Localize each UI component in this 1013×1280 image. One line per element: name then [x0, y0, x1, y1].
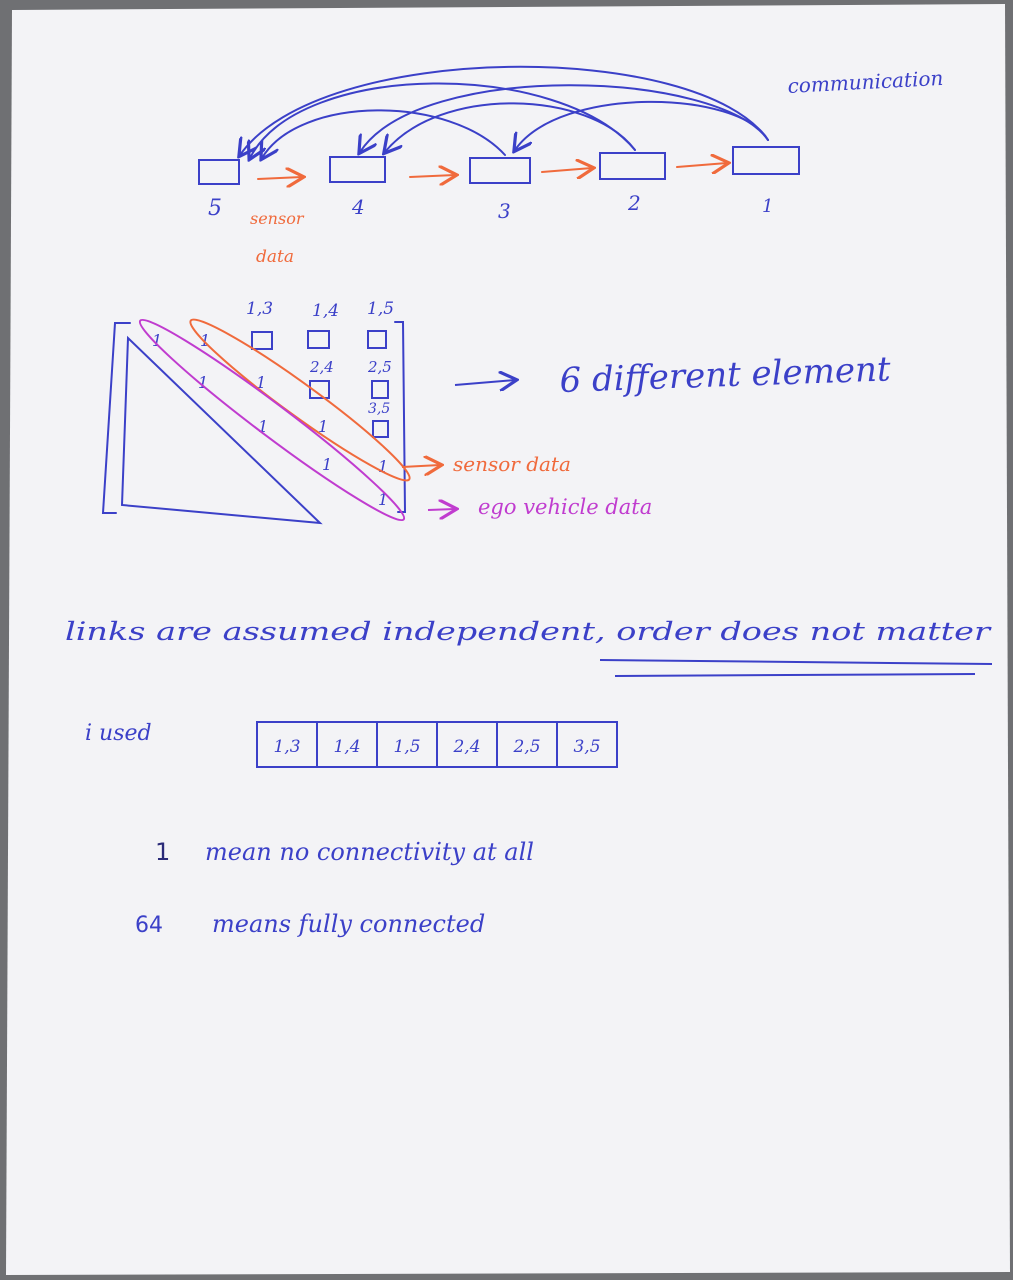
communication-diagram: communication 5 4 3 2 1 sensor data [198, 65, 944, 267]
note-text: mean no connectivity at all [205, 838, 534, 866]
sensor-arrow [541, 168, 592, 172]
lower-triangle [120, 335, 323, 525]
box-number: 4 [351, 195, 365, 219]
vehicle-box-3 [469, 157, 531, 184]
used-vector: 1,3 1,4 1,5 2,4 2,5 3,5 [256, 721, 618, 768]
vehicle-box-5 [198, 159, 240, 185]
matrix-cell [371, 380, 389, 399]
note-text: means fully connected [212, 910, 485, 938]
used-label: i used [85, 721, 152, 746]
box-number: 2 [627, 191, 641, 215]
diag-one: 1 [378, 457, 388, 476]
diag-one: 1 [378, 490, 388, 509]
inner-label: 3,5 [368, 401, 390, 417]
used-cell: 2,4 [452, 737, 480, 757]
col-header: 1,4 [312, 301, 339, 321]
communication-arc [385, 102, 636, 152]
diag-one: 1 [258, 417, 268, 436]
note-number: 64 [135, 913, 163, 938]
communication-arc [515, 100, 769, 150]
sensor-label: sensor [250, 209, 305, 228]
vehicle-box-4 [329, 156, 386, 183]
col-header: 1,5 [367, 299, 394, 319]
sensor-note: sensor data [453, 452, 571, 476]
sensor-arrow [409, 175, 455, 177]
inner-label: 2,4 [309, 358, 334, 376]
matrix-cell [309, 380, 330, 399]
used-cell: 3,5 [573, 737, 600, 757]
sensor-arrow [676, 163, 727, 167]
inner-label: 2,5 [367, 358, 392, 376]
diag-one: 1 [198, 373, 208, 392]
sensor-label: data [256, 247, 294, 267]
link-matrix: 1,3 1,4 1,5 2,4 2,5 3,5 1 1 1 1 1 1 1 1 … [101, 299, 411, 525]
paper-sheet [6, 4, 1010, 1275]
matrix-cell [372, 420, 389, 438]
vehicle-box-2 [599, 152, 666, 180]
diag-one: 1 [318, 417, 328, 436]
used-cell: 2,5 [512, 737, 540, 757]
note-number: 1 [155, 838, 170, 866]
communication-arc [240, 65, 769, 155]
communication-arc [250, 82, 636, 158]
diag-one: 1 [200, 331, 210, 350]
links-note: links are assumed independent, order doe… [65, 617, 993, 646]
used-cell: 1,5 [393, 737, 420, 757]
box-number: 3 [498, 199, 511, 223]
box-number: 5 [208, 196, 222, 221]
matrix-cell [251, 331, 273, 350]
matrix-cell [307, 330, 330, 349]
diag-one: 1 [256, 373, 266, 392]
box-number: 1 [762, 196, 773, 217]
diag-one: 1 [152, 331, 162, 350]
vehicle-box-1 [732, 146, 800, 175]
ego-note: ego vehicle data [478, 495, 652, 519]
used-cell: 1,4 [333, 737, 360, 757]
diag-one: 1 [322, 455, 332, 474]
sensor-arrow [257, 177, 302, 179]
communication-arc [262, 109, 506, 158]
used-cell: 1,3 [273, 737, 300, 757]
col-header: 1,3 [246, 299, 273, 319]
matrix-cell [367, 330, 387, 349]
ego-diagonal-ellipse [138, 318, 406, 522]
